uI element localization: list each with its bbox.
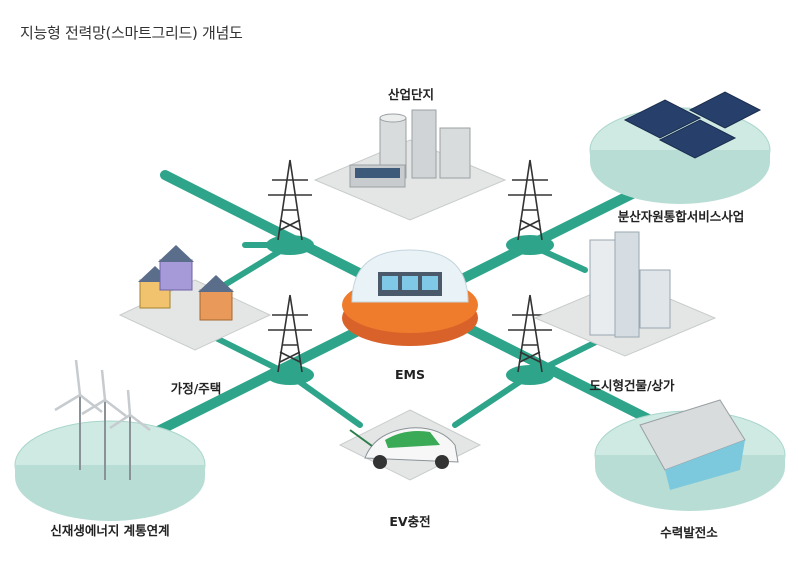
label-distributed-resources: 분산자원통합서비스사업 [617, 209, 745, 224]
label-ems: EMS [395, 367, 425, 382]
houses [118, 245, 272, 351]
ev-charging [338, 409, 482, 481]
label-ev: EV충전 [389, 514, 431, 529]
city-buildings [533, 231, 717, 357]
hydro-plant [594, 399, 786, 511]
wind-farm [14, 359, 206, 521]
label-renewable: 신재생에너지 계통연계 [50, 523, 170, 538]
ems-center [342, 249, 478, 346]
diagram-title: 지능형 전력망(스마트그리드) 개념도 [20, 24, 243, 42]
industrial-complex [313, 109, 507, 221]
label-industrial: 산업단지 [387, 87, 435, 102]
transmission-tower-icon [268, 159, 312, 241]
transmission-tower-icon [268, 294, 312, 373]
label-hydro: 수력발전소 [660, 525, 718, 540]
transmission-tower-icon [508, 159, 552, 241]
label-home: 가정/주택 [170, 381, 222, 396]
label-building: 도시형건물/상가 [589, 378, 675, 393]
solar-farm [589, 91, 771, 204]
transmission-tower-icon [508, 294, 552, 373]
